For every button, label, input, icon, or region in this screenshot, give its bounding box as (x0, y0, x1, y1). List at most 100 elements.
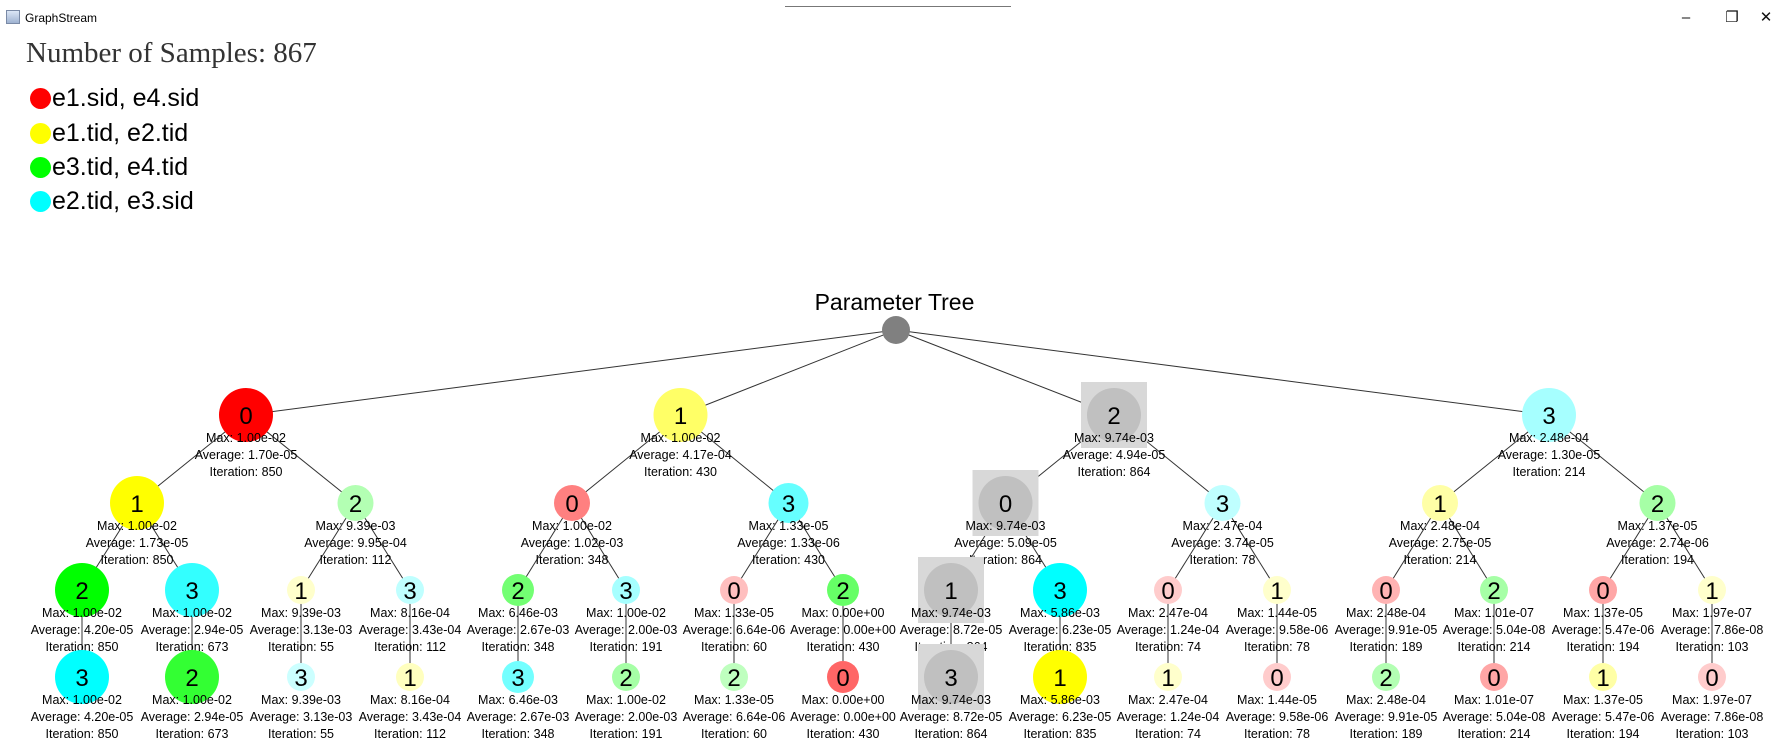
node-circle[interactable] (1589, 576, 1617, 604)
node-circle[interactable] (1480, 663, 1508, 691)
node-circle[interactable] (1154, 663, 1182, 691)
tree-root-node[interactable] (882, 316, 910, 344)
node-circle[interactable] (219, 388, 273, 442)
node-circle[interactable] (1480, 576, 1508, 604)
node-circle[interactable] (287, 663, 315, 691)
node-circle[interactable] (1589, 663, 1617, 691)
node-circle[interactable] (1639, 485, 1676, 521)
node-circle[interactable] (768, 483, 809, 523)
node-circle[interactable] (1422, 485, 1458, 521)
node-circle[interactable] (612, 663, 640, 691)
node-circle[interactable] (827, 574, 859, 606)
minimize-button[interactable]: – (1681, 8, 1691, 26)
node-circle[interactable] (165, 650, 219, 704)
node-circle[interactable] (554, 485, 590, 521)
node-circle[interactable] (55, 563, 109, 617)
node-circle[interactable] (1154, 576, 1182, 604)
window-titlebar[interactable]: GraphStream – ❐ ✕ (0, 0, 1789, 34)
node-average-text: Average: 2.00e-03 (575, 710, 678, 724)
node-circle[interactable] (110, 476, 164, 530)
node-circle[interactable] (55, 650, 109, 704)
node-circle[interactable] (1372, 576, 1400, 604)
node-circle[interactable] (978, 476, 1033, 530)
node-max-text: Max: 0.00e+00 (801, 693, 884, 707)
node-average-text: Average: 1.70e-05 (195, 448, 298, 462)
node-circle[interactable] (1263, 663, 1291, 691)
node-circle[interactable] (1372, 663, 1400, 691)
node-circle[interactable] (287, 576, 315, 604)
node-circle[interactable] (165, 563, 219, 617)
node-parameter-label: 2 (349, 491, 362, 518)
node-circle[interactable] (396, 663, 424, 691)
node-circle[interactable] (502, 574, 534, 606)
node-circle[interactable] (653, 388, 708, 442)
node-circle[interactable] (720, 576, 748, 604)
node-circle[interactable] (720, 663, 748, 691)
node-circle[interactable] (1698, 576, 1726, 604)
maximize-button[interactable]: ❐ (1725, 9, 1739, 26)
node-circle[interactable] (1033, 650, 1087, 704)
node-circle[interactable] (924, 563, 978, 617)
node-circle[interactable] (1522, 388, 1576, 442)
node-circle[interactable] (1263, 576, 1291, 604)
node-circle[interactable] (396, 576, 424, 604)
node-circle[interactable] (337, 485, 374, 521)
node-parameter-label: 3 (75, 665, 88, 692)
node-circle[interactable] (924, 650, 978, 704)
node-circle[interactable] (1698, 663, 1726, 691)
node-circle[interactable] (1033, 563, 1087, 617)
node-circle[interactable] (1087, 388, 1141, 442)
node-circle[interactable] (1204, 485, 1241, 521)
node-circle[interactable] (827, 661, 859, 693)
node-circle[interactable] (502, 661, 534, 693)
node-circle[interactable] (612, 576, 640, 604)
close-button[interactable]: ✕ (1759, 9, 1773, 26)
